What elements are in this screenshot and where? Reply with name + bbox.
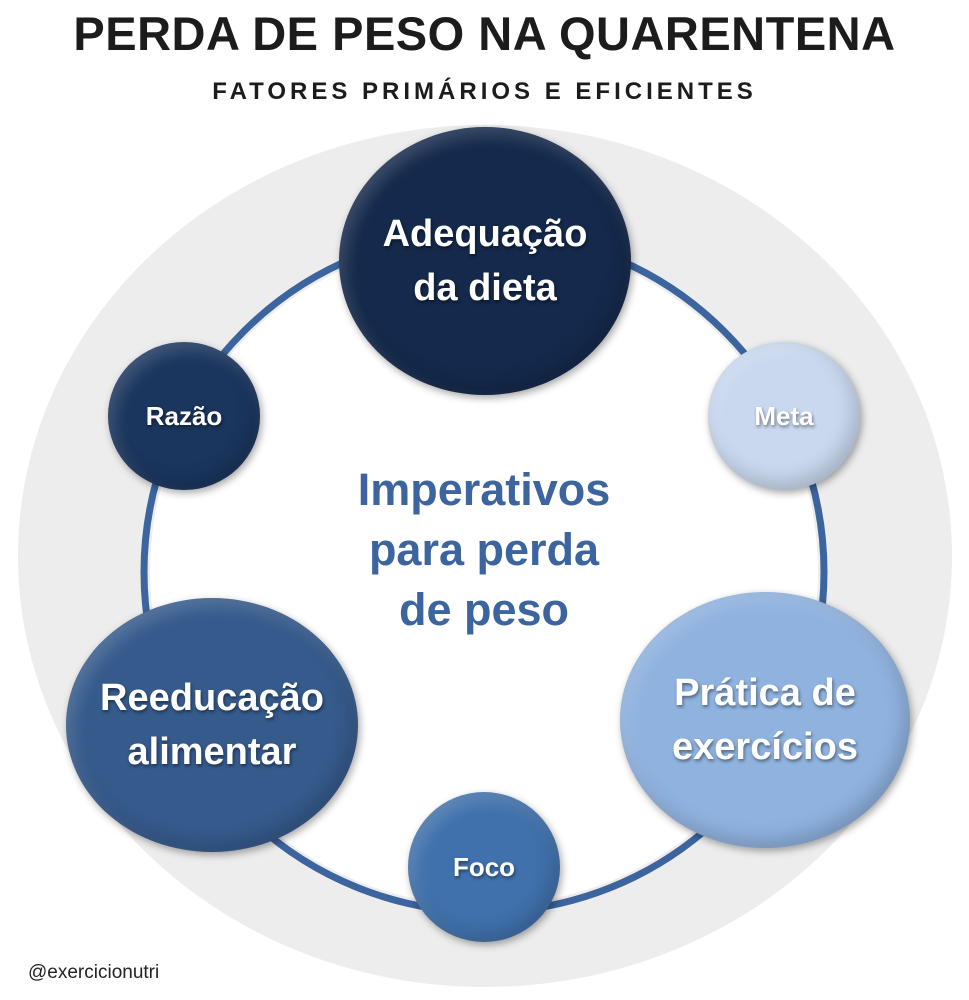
node-pratica-de-exercicios: Prática de exercícios [620,592,910,848]
node-label: alimentar [127,731,297,773]
node-label: Adequação [382,213,588,255]
node-meta: Meta [708,342,860,490]
node-reeducacao-alimentar: Reeducação alimentar [66,598,358,852]
node-label: Foco [452,851,516,882]
page-subtitle: FATORES PRIMÁRIOS E EFICIENTES [212,78,757,105]
node-label: Razão [145,400,223,431]
node-label: Prática de [674,672,856,714]
center-line: Imperativos [357,464,611,515]
node-label: exercícios [672,726,858,768]
node-adequacao-da-dieta: Adequação da dieta [339,127,631,395]
node-razao: Razão [108,342,260,490]
center-line: para perda [368,524,600,575]
credit-handle: @exercicionutri [28,962,160,983]
center-label: Imperativos para perda de peso [284,460,684,640]
center-line: de peso [398,584,570,635]
page-title: PERDA DE PESO NA QUARENTENA [73,7,896,60]
node-label: Meta [754,400,814,431]
node-foco: Foco [408,792,560,942]
node-label: Reeducação [100,677,324,719]
node-label: da dieta [413,267,557,309]
